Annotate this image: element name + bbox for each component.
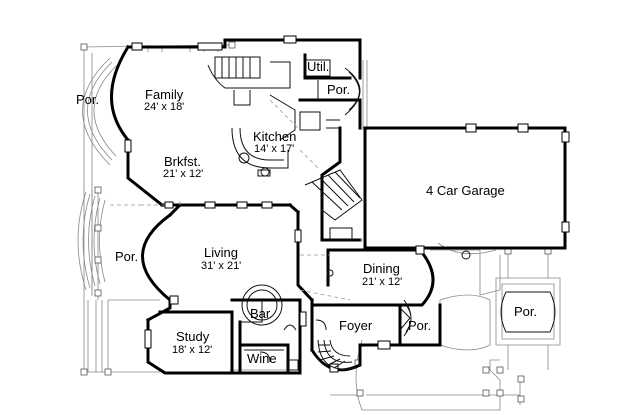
porch-util-label: Por. — [327, 82, 350, 97]
porch-entry-label: Por. — [408, 318, 431, 333]
porch-left-top-label: Por. — [76, 92, 99, 107]
kitchen-dims: 14' x 17' — [254, 143, 294, 155]
garage-label: 4 Car Garage — [426, 183, 505, 198]
interior-details — [110, 56, 556, 371]
family-label: Family — [145, 87, 184, 102]
living-dims: 31' x 21' — [201, 260, 241, 272]
terrace-outlines — [77, 44, 561, 411]
terrace-posts — [80, 41, 552, 403]
living-label: Living — [204, 245, 238, 260]
porch-left-mid-label: Por. — [115, 249, 138, 264]
bar-label: Bar — [250, 306, 271, 321]
room-labels: Por. Family 24' x 18' Util. Por. Kitchen… — [76, 59, 537, 366]
study-label: Study — [176, 329, 210, 344]
kitchen-label: Kitchen — [253, 129, 296, 144]
breakfast-dims: 21' x 12' — [163, 168, 203, 180]
dining-label: Dining — [363, 261, 400, 276]
utility-label: Util. — [307, 59, 329, 74]
study-dims: 18' x 12' — [172, 344, 212, 356]
dining-dims: 21' x 12' — [362, 276, 402, 288]
breakfast-label: Brkfst. — [164, 154, 201, 169]
windows — [124, 35, 570, 373]
wine-label: Wine — [247, 351, 277, 366]
porte-cochere-label: Por. — [514, 304, 537, 319]
family-dims: 24' x 18' — [144, 101, 184, 113]
foyer-label: Foyer — [339, 318, 373, 333]
